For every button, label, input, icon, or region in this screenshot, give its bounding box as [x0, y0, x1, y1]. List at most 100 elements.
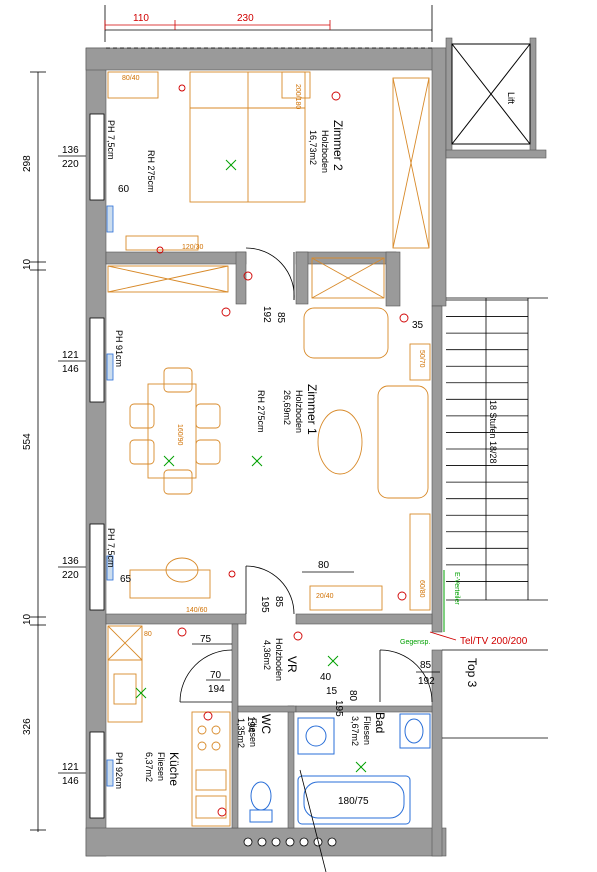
wc-floor: Fliesen [248, 718, 258, 747]
dim-top-110: 110 [133, 13, 149, 24]
window-dims: 136 220 121 146 136 220 121 146 [58, 145, 86, 787]
door-bad-h: 192 [418, 676, 435, 687]
vr-area: 4,36m2 [262, 640, 272, 670]
win3-bottom: 220 [62, 570, 79, 581]
door-wc-w: 194 [245, 716, 256, 733]
dim-14060: 140/60 [186, 607, 208, 614]
top3-label: Top 3 [465, 658, 479, 688]
door-z2-h: 192 [261, 306, 272, 323]
win2-bottom: 146 [62, 364, 79, 375]
dim-5070: 50/70 [418, 350, 425, 368]
bad-sink [399, 713, 431, 749]
lift-shaft [451, 43, 531, 145]
door-bad [379, 649, 433, 703]
zimmer2-floor: Holzboden [320, 130, 330, 173]
dim-65: 65 [120, 574, 132, 585]
dim-200180: 200/180 [294, 84, 301, 109]
vr-name: VR [285, 656, 299, 673]
dim-left-10b: 10 [22, 613, 33, 625]
dim-2040: 20/40 [316, 593, 334, 600]
zimmer1-labels: Zimmer 1 Holzboden 26,69m2 RH 275cm PH 9… [106, 330, 319, 568]
win1-bottom: 220 [62, 159, 79, 170]
dim-15: 15 [326, 686, 338, 697]
left-dimension [30, 71, 46, 832]
dim-60: 60 [118, 184, 130, 195]
kueche-furniture [107, 625, 231, 827]
door-bad-w: 85 [420, 660, 432, 671]
dim-80: 80 [318, 560, 330, 571]
zimmer1-ph: PH 91cm [114, 330, 124, 367]
dim-left-326: 326 [22, 718, 33, 735]
bad-labels: Bad Fliesen 3,67m2 [350, 712, 387, 746]
top3-block: Top 3 [442, 649, 548, 739]
windows [89, 113, 105, 819]
bed [189, 71, 306, 203]
tub-size: 180/75 [338, 796, 369, 807]
door-bad2-w: 80 [347, 690, 358, 702]
dim-35: 35 [412, 320, 424, 331]
dim-40: 40 [320, 672, 332, 683]
wc-area: 1,35m2 [236, 718, 246, 748]
zimmer1-floor: Holzboden [294, 390, 304, 433]
door-kue-h: 194 [208, 684, 225, 695]
dim-top-230: 230 [237, 13, 254, 24]
dim-left-10a: 10 [22, 258, 33, 270]
dim-left-298: 298 [22, 155, 33, 172]
dim-12030: 120/30 [182, 244, 204, 251]
everteiler-label: E-Verteiler [453, 572, 460, 605]
zimmer2-area: 16,73m2 [308, 130, 318, 165]
kueche-area: 6,37m2 [144, 752, 154, 782]
stairs-label: 18 Stufen 18/28 [488, 400, 498, 464]
radiators [106, 205, 114, 787]
zimmer1-name: Zimmer 1 [305, 384, 319, 435]
wardrobe [392, 77, 430, 249]
bad-area: 3,67m2 [350, 716, 360, 746]
door-vr [245, 565, 295, 615]
electrical-green [135, 159, 445, 773]
gegensprech-label: Gegensp. [400, 639, 430, 646]
door-vr-w: 85 [273, 596, 284, 608]
win4-top: 121 [62, 762, 79, 773]
table-size: 160/90 [176, 424, 183, 446]
bottom-ducts [243, 837, 337, 847]
dim-6080: 60/80 [418, 580, 425, 598]
vr-labels: VR Holzboden 4,36m2 [262, 638, 299, 681]
lift-label: Lift [506, 92, 516, 105]
top-dimension [104, 5, 433, 42]
zimmer1-furniture [129, 307, 431, 611]
bad-name: Bad [373, 712, 387, 733]
dim-75: 75 [200, 634, 212, 645]
dim-left-554: 554 [22, 433, 33, 450]
bad-floor: Fliesen [362, 716, 372, 745]
zimmer2-ph: PH 7,5cm [106, 120, 116, 160]
door-bad2-h: 195 [333, 700, 344, 717]
dim-8040: 80/40 [122, 75, 140, 82]
zimmer1-area: 26,69m2 [282, 390, 292, 425]
teltv-line [429, 631, 457, 641]
door-z2-w: 85 [275, 312, 286, 324]
door-kueche [179, 649, 233, 703]
kueche-ph: PH 92cm [114, 752, 124, 789]
kueche-name: Küche [167, 752, 181, 786]
door-zimmer2 [245, 247, 295, 301]
kueche-60: 80 [144, 631, 152, 638]
win2-top: 121 [62, 350, 79, 361]
win4-bottom: 146 [62, 776, 79, 787]
door-kue-w: 70 [210, 670, 222, 681]
zimmer1-ph2: PH 7,5cm [106, 528, 116, 568]
washer [297, 717, 335, 755]
zimmer2-name: Zimmer 2 [331, 120, 345, 171]
zimmer2-labels: Zimmer 2 Holzboden 16,73m2 RH 275cm PH 7… [106, 120, 345, 193]
vr-floor: Holzboden [274, 638, 284, 681]
wc-labels: WC Fliesen 1,35m2 [236, 714, 273, 748]
teltv-label: Tel/TV 200/200 [460, 636, 528, 647]
win1-top: 136 [62, 145, 79, 156]
wc-name: WC [259, 714, 273, 734]
zimmer2-furniture [107, 71, 430, 299]
toilet [249, 781, 273, 823]
bathtub [297, 775, 411, 825]
zimmer1-rh: RH 275cm [256, 390, 266, 433]
door-vr-h: 195 [259, 596, 270, 613]
electrical-red [156, 84, 409, 817]
